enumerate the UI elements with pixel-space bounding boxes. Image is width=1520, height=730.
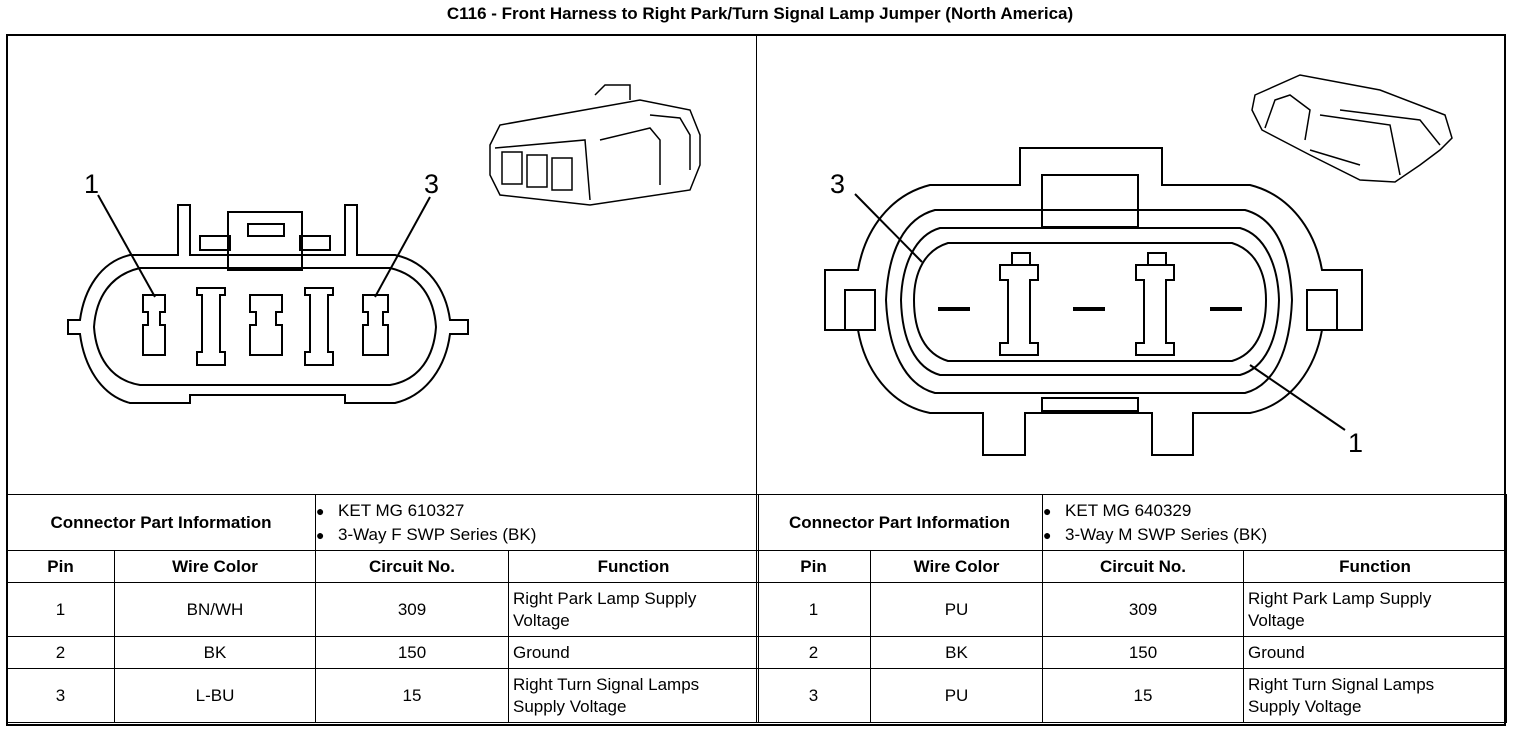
- function-line: Right Turn Signal Lamps: [513, 674, 700, 694]
- function-line: Voltage: [513, 610, 570, 630]
- right-part-info-item: 3-Way M SWP Series (BK): [1043, 523, 1506, 547]
- right-pin-label-3: 3: [830, 169, 845, 199]
- pin-cell: 2: [756, 636, 871, 669]
- pin-cell: 3: [6, 668, 115, 723]
- connector-diagrams: 1 3 3 1: [67, 74, 1453, 458]
- function-line: Right Turn Signal Lamps: [1248, 674, 1435, 694]
- wire-color-cell: BK: [113, 636, 317, 669]
- right-pin-label-1: 1: [1348, 428, 1363, 458]
- wire-color-cell: BK: [869, 636, 1044, 669]
- circuit-cell: 15: [315, 668, 510, 723]
- wire-color-cell: BN/WH: [113, 582, 317, 637]
- right-header-row: Pin Wire Color Circuit No. Function: [756, 550, 1508, 583]
- circuit-cell: 15: [1042, 668, 1245, 723]
- right-part-info-row: Connector Part Information KET MG 640329…: [755, 494, 1508, 551]
- diagram-title: C116 - Front Harness to Right Park/Turn …: [446, 4, 1074, 23]
- table-row: 2 BK 150 Ground: [6, 636, 760, 669]
- left-part-info-item: 3-Way F SWP Series (BK): [316, 523, 758, 547]
- left-pin-label-3: 3: [424, 169, 439, 199]
- vertical-divider: [756, 34, 757, 495]
- circuit-cell: 309: [1042, 582, 1245, 637]
- left-header-circuit: Circuit No.: [315, 550, 510, 583]
- left-header-function: Function: [508, 550, 760, 583]
- left-part-info-row: Connector Part Information KET MG 610327…: [5, 494, 760, 551]
- pin-cell: 2: [6, 636, 115, 669]
- right-header-wire-color: Wire Color: [869, 550, 1044, 583]
- left-header-pin: Pin: [6, 550, 115, 583]
- right-part-info-label: Connector Part Information: [755, 494, 1044, 551]
- pin-cell: 3: [756, 668, 871, 723]
- right-header-circuit: Circuit No.: [1042, 550, 1245, 583]
- left-connector-face: [67, 194, 469, 404]
- function-line: Voltage: [1248, 610, 1305, 630]
- right-part-info-list: KET MG 640329 3-Way M SWP Series (BK): [1042, 494, 1508, 551]
- circuit-cell: 309: [315, 582, 510, 637]
- circuit-cell: 150: [1042, 636, 1245, 669]
- left-pin-label-1: 1: [84, 169, 99, 199]
- right-part-info-item: KET MG 640329: [1043, 499, 1506, 523]
- table-row: 2 BK 150 Ground: [756, 636, 1508, 669]
- function-line: Supply Voltage: [1248, 696, 1362, 716]
- right-connector-face: [824, 147, 1363, 456]
- function-cell: Ground: [508, 636, 760, 669]
- right-pinout-table: Connector Part Information KET MG 640329…: [755, 494, 1508, 723]
- wire-color-cell: PU: [869, 582, 1044, 637]
- left-pinout-table: Connector Part Information KET MG 610327…: [5, 494, 760, 723]
- left-part-info-list: KET MG 610327 3-Way F SWP Series (BK): [315, 494, 760, 551]
- left-header-row: Pin Wire Color Circuit No. Function: [6, 550, 760, 583]
- function-line: Supply Voltage: [513, 696, 627, 716]
- circuit-cell: 150: [315, 636, 510, 669]
- pin-cell: 1: [6, 582, 115, 637]
- left-connector-illustration: [489, 84, 701, 206]
- right-header-pin: Pin: [756, 550, 871, 583]
- wire-color-cell: PU: [869, 668, 1044, 723]
- left-part-info-item: KET MG 610327: [316, 499, 758, 523]
- function-cell: Ground: [1243, 636, 1508, 669]
- left-part-info-label: Connector Part Information: [5, 494, 317, 551]
- wire-color-cell: L-BU: [113, 668, 317, 723]
- pin-cell: 1: [756, 582, 871, 637]
- left-header-wire-color: Wire Color: [113, 550, 317, 583]
- right-header-function: Function: [1243, 550, 1508, 583]
- function-line: Right Park Lamp Supply: [1248, 588, 1432, 608]
- function-line: Right Park Lamp Supply: [513, 588, 697, 608]
- right-connector-illustration: [1251, 74, 1453, 183]
